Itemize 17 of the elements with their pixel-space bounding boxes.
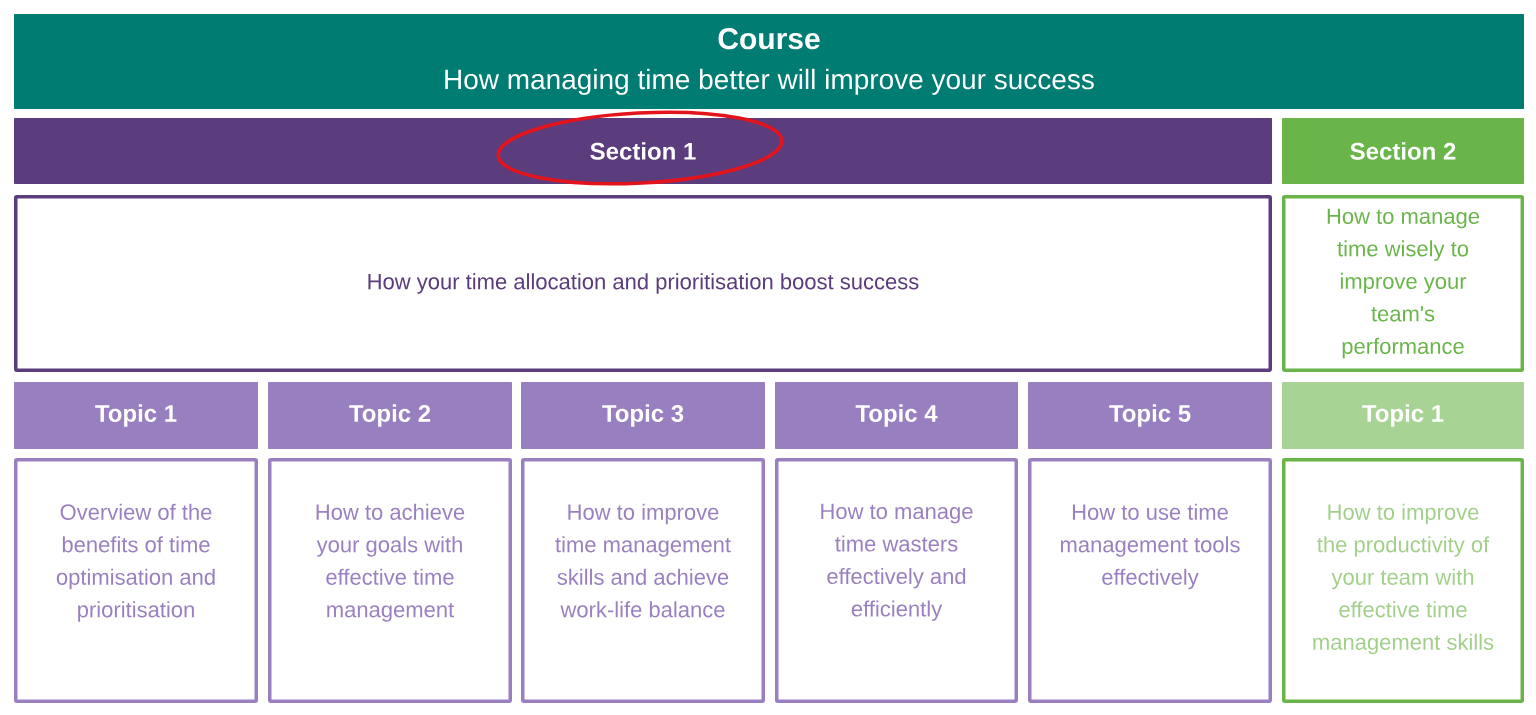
description-box: How to manage time wisely to improve your team's performance — [1282, 195, 1524, 372]
section-header: Section 2 — [1282, 118, 1524, 184]
topic-box: How to improve time management skills and achieve work-life balance — [521, 458, 765, 703]
topic-header: Topic 1 — [14, 382, 258, 449]
title-banner: Course How managing time better will improve your success — [14, 14, 1524, 109]
description-box: How your time allocation and prioritisation boost success — [14, 195, 1272, 372]
topic-header: Topic 2 — [268, 382, 512, 449]
topic-box: How to use time management tools effectively — [1028, 458, 1272, 703]
topic-header: Topic 3 — [521, 382, 765, 449]
topic-box: How to achieve your goals with effective time management — [268, 458, 512, 703]
topic-header: Topic 5 — [1028, 382, 1272, 449]
topic-box: How to manage time wasters effectively and efficiently — [775, 458, 1018, 703]
topic-header: Topic 1 — [1282, 382, 1524, 449]
topic-box: Overview of the benefits of time optimisation and prioritisation — [14, 458, 258, 703]
topic-box: How to improve the productivity of your team with effective time management skills — [1282, 458, 1524, 703]
topic-header: Topic 4 — [775, 382, 1018, 449]
section-header: Section 1 — [14, 118, 1272, 184]
